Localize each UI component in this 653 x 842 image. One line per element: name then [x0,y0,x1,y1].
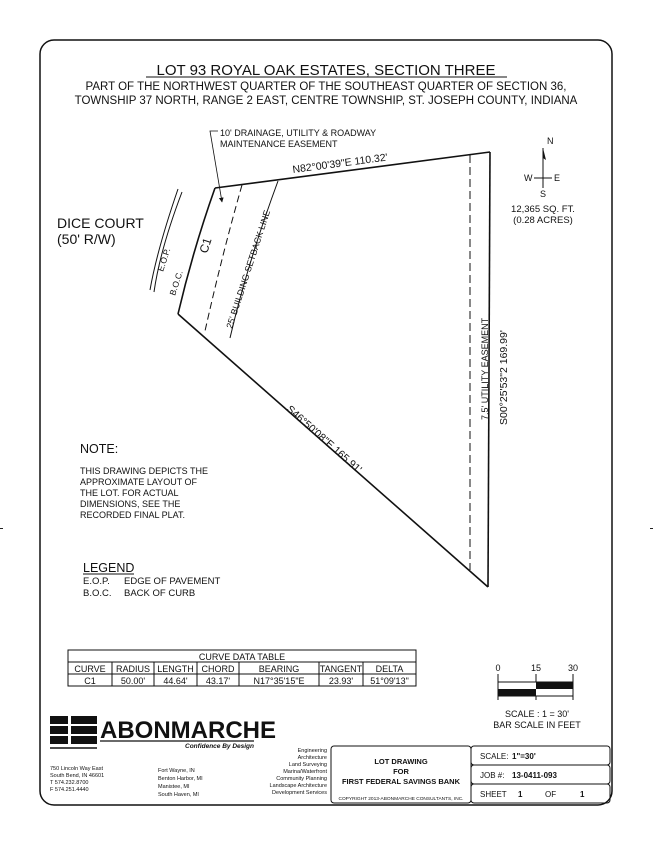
service-line: Architecture [298,755,327,761]
curve-table-header: CHORD [202,664,235,674]
curve-table-header: CURVE [74,664,105,674]
curve-table-cell: 44.64' [163,676,188,686]
compass-e: E [554,173,560,183]
curve-table-header: RADIUS [116,664,150,674]
legend-desc-1: EDGE OF PAVEMENT [124,576,220,587]
southwest-boundary-line [177,313,489,588]
page-title: LOT 93 ROYAL OAK ESTATES, SECTION THREE [157,62,496,79]
subtitle-line-1: PART OF THE NORTHWEST QUARTER OF THE SOU… [86,81,567,93]
office-line: Fort Wayne, IN [158,768,195,774]
office-line: Benton Harbor, MI [158,776,203,782]
note-line-3: THE LOT. FOR ACTUAL [80,488,179,498]
setback-label: 25' BUILDING SETBACK LINE [224,209,272,330]
service-line: Engineering [298,748,327,754]
curve-table-cell: 51°09'13" [370,676,409,686]
edge-mark-left [0,528,3,529]
lot-area-acres: (0.28 ACRES) [513,215,573,226]
scale-bar: 0 15 30 SCALE : 1 = 30' BAR SCALE IN FEE… [493,663,581,730]
note-line-4: DIMENSIONS, SEE THE [80,499,180,509]
boc-label: B.O.C. [167,269,184,296]
curve-table-header: DELTA [376,664,404,674]
scale-value: 1"=30' [512,752,536,761]
service-line: Landscape Architecture [270,783,327,789]
curve-table-cell: 50.00' [121,676,146,686]
curve-c1-label: C1 [197,236,215,255]
building-setback-line [229,180,279,339]
edge-mark-right [650,528,653,529]
easement-label-line-2: MAINTENANCE EASEMENT [220,139,338,149]
legend-abbr-2: B.O.C. [83,588,112,599]
curve-table-cell: C1 [84,676,96,686]
company-name: ABONMARCHE [100,717,276,744]
north-arrow-icon [534,148,552,188]
legend-desc-2: BACK OF CURB [124,588,195,599]
titleblock-line-3: FIRST FEDERAL SAVINGS BANK [342,777,461,786]
service-line: Community Planning [276,776,327,782]
east-bearing-label: S00°25'53"2 169.99' [498,330,510,425]
scale-tick-label: 0 [495,663,500,673]
titleblock-line-1: LOT DRAWING [374,757,427,766]
service-line: Land Surveying [289,762,327,768]
address-line: F 574.251.4440 [50,787,89,793]
compass-s: S [540,189,546,199]
note-line-5: RECORDED FINAL PLAT. [80,510,185,520]
north-boundary-line [214,151,491,189]
legend-heading: LEGEND [83,561,134,575]
address-line: 750 Lincoln Way East [50,766,103,772]
compass-n: N [547,136,554,146]
job-label: JOB #: [480,771,504,780]
front-curve-c1 [177,187,216,315]
subtitle-line-2: TOWNSHIP 37 NORTH, RANGE 2 EAST, CENTRE … [75,95,578,107]
copyright-text: COPYRIGHT 2013-ABONMARCHE CONSULTANTS, I… [338,796,463,802]
scale-text: SCALE : 1 = 30' [505,709,569,719]
legend-abbr-1: E.O.P. [83,576,110,587]
note-line-2: APPROXIMATE LAYOUT OF [80,477,198,487]
sheet-total: 1 [580,790,585,799]
curve-table-header: TANGENT [320,664,363,674]
company-tagline: Confidence By Design [185,743,254,750]
southwest-bearing-label: S46°50'08"E 165.91' [284,403,364,475]
of-label: OF [545,790,556,799]
lot-boundary [177,151,491,588]
lot-area-sqft: 12,365 SQ. FT. [511,204,575,215]
office-line: Manistee, MI [158,784,190,790]
east-boundary-line [487,151,491,588]
curve-table-header: LENGTH [157,664,194,674]
curve-table-cell: 23.93' [329,676,354,686]
eop-label: E.O.P. [155,247,172,273]
easement-leader-arrow [209,130,224,203]
address-line: South Bend, IN 46601 [50,773,104,779]
job-number: 13-0411-093 [512,771,557,780]
scale-tick-label: 30 [568,663,578,673]
titleblock-line-2: FOR [393,767,409,776]
sheet-border [39,39,613,806]
scale-label: SCALE: [480,752,508,761]
scale-caption: BAR SCALE IN FEET [493,720,581,730]
street-right-of-way: (50' R/W) [57,231,116,247]
easement-label-line-1: 10' DRAINAGE, UTILITY & ROADWAY [220,128,376,138]
street-name: DICE COURT [57,215,144,231]
service-line: Marina/Waterfront [283,769,327,775]
scale-tick-label: 15 [531,663,541,673]
note-line-1: THIS DRAWING DEPICTS THE [80,466,208,476]
service-line: Development Services [272,790,327,796]
address-line: T 574.232.8700 [50,780,88,786]
utility-easement-label: 7.5' UTILITY EASEMENT [480,317,490,420]
curve-table-title: CURVE DATA TABLE [199,652,285,662]
edge-of-pavement-line [149,188,179,291]
back-of-curb-line [153,191,183,293]
sheet-number: 1 [518,790,523,799]
curve-data-table [67,649,417,687]
curve-table-header: BEARING [259,664,300,674]
abonmarche-logo-icon [50,716,97,749]
drainage-easement-line [204,184,243,332]
sheet-label: SHEET [480,790,507,799]
curve-table-cell: 43.17' [206,676,231,686]
curve-table-cell: N17°35'15"E [253,676,304,686]
office-line: South Haven, MI [158,792,199,798]
compass-w: W [524,173,533,183]
sheet-box [470,783,611,804]
note-heading: NOTE: [80,442,118,456]
